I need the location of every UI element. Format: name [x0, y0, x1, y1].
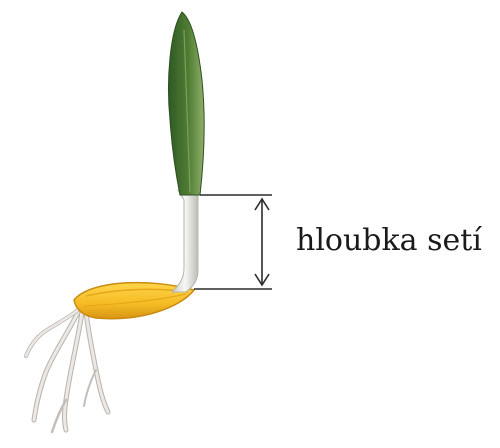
roots — [26, 308, 108, 432]
leaf — [169, 12, 205, 195]
sowing-depth-label: hloubka setí — [296, 226, 482, 256]
depth-measure — [194, 195, 272, 289]
stem — [172, 190, 198, 292]
